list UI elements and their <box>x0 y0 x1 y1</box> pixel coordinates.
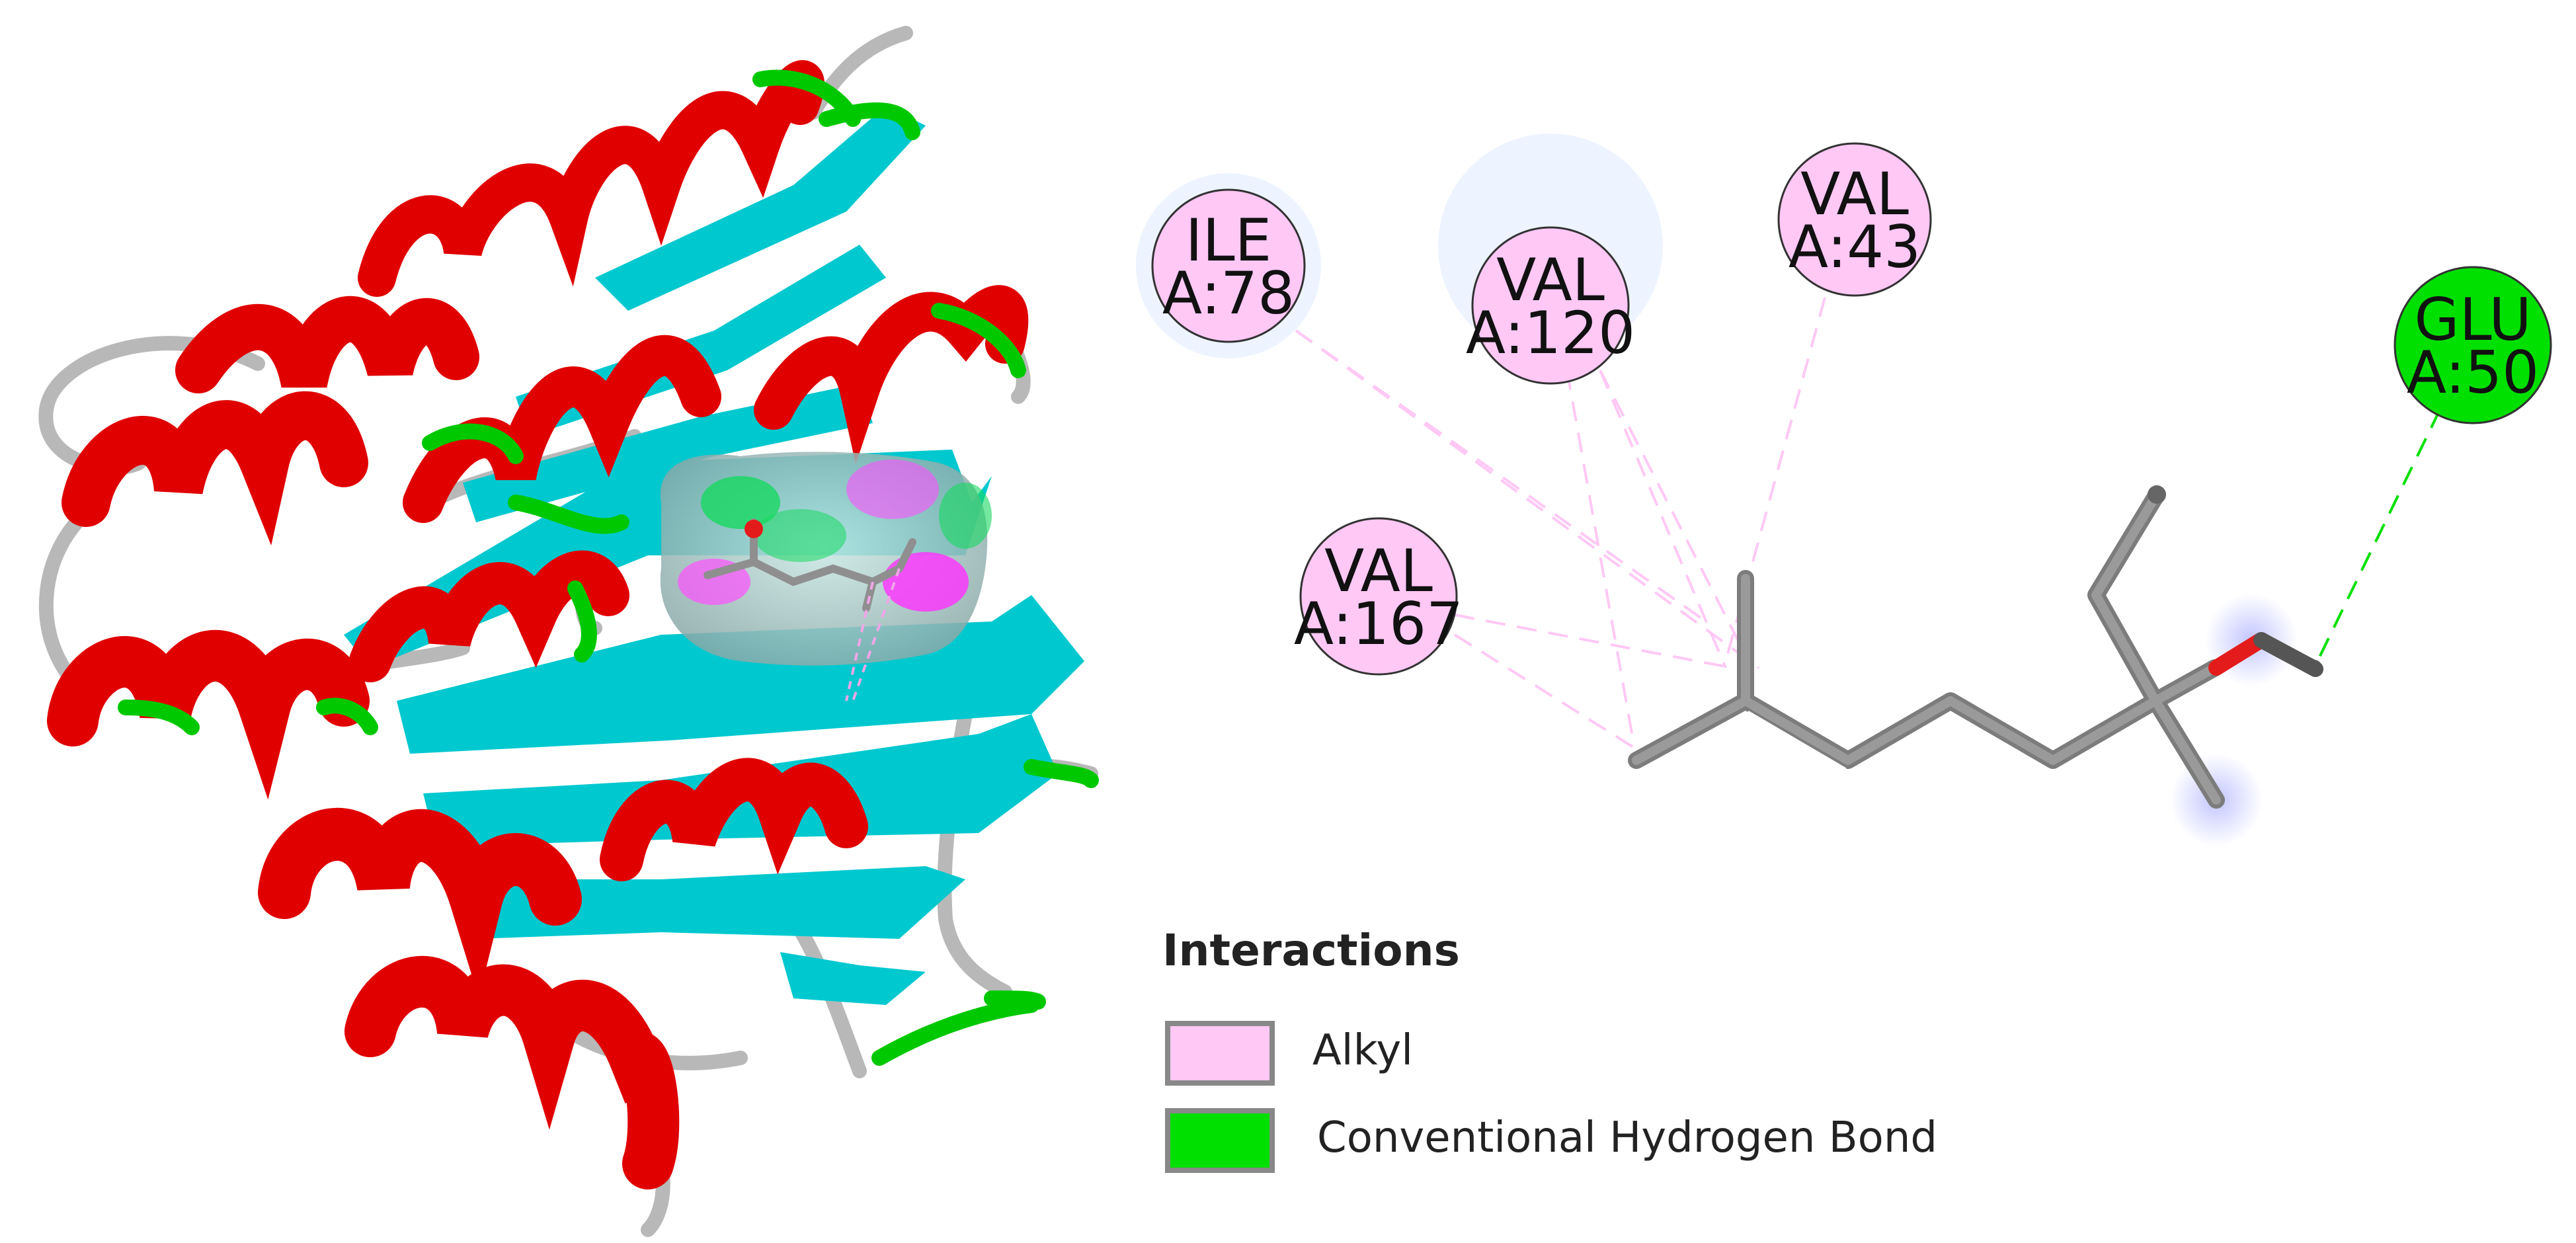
legend-title: Interactions <box>1162 925 1460 976</box>
legend-item-alkyl: Alkyl <box>1165 1021 1413 1086</box>
legend: Interactions Alkyl Conventional Hydrogen… <box>1162 925 1937 1173</box>
interaction-lines <box>1295 297 2441 748</box>
protein-cartoon <box>38 26 1099 1237</box>
residue-chain: A:43 <box>1789 213 1921 281</box>
residue-name: ILE <box>1186 206 1272 274</box>
residue-chain: A:50 <box>2407 339 2539 407</box>
alpha-helices <box>47 60 1029 1189</box>
residue-chain: A:120 <box>1466 299 1635 367</box>
residue-disc <box>1471 226 1630 385</box>
legend-swatch-hbond <box>1165 1108 1275 1173</box>
residue-name: VAL <box>1324 537 1433 605</box>
ligand-structure <box>1628 485 2323 809</box>
residue-name: VAL <box>1800 160 1909 228</box>
legend-swatch-alkyl <box>1165 1021 1275 1086</box>
legend-item-hbond: Conventional Hydrogen Bond <box>1165 1108 1937 1173</box>
legend-label-hbond: Conventional Hydrogen Bond <box>1317 1113 1937 1162</box>
legend-label-alkyl: Alkyl <box>1312 1026 1413 1075</box>
residue-chain: A:167 <box>1294 590 1463 658</box>
residue-name: VAL <box>1496 246 1605 314</box>
residue-name: GLU <box>2414 286 2531 354</box>
binding-pocket-surface <box>660 452 992 702</box>
turn-segments <box>118 69 1099 1066</box>
residue-disc <box>1777 142 1932 297</box>
residue-disc <box>1151 188 1306 343</box>
residue-disc <box>1299 517 1458 676</box>
residue-disc <box>2394 266 2552 424</box>
residue-chain: A:78 <box>1162 259 1295 327</box>
